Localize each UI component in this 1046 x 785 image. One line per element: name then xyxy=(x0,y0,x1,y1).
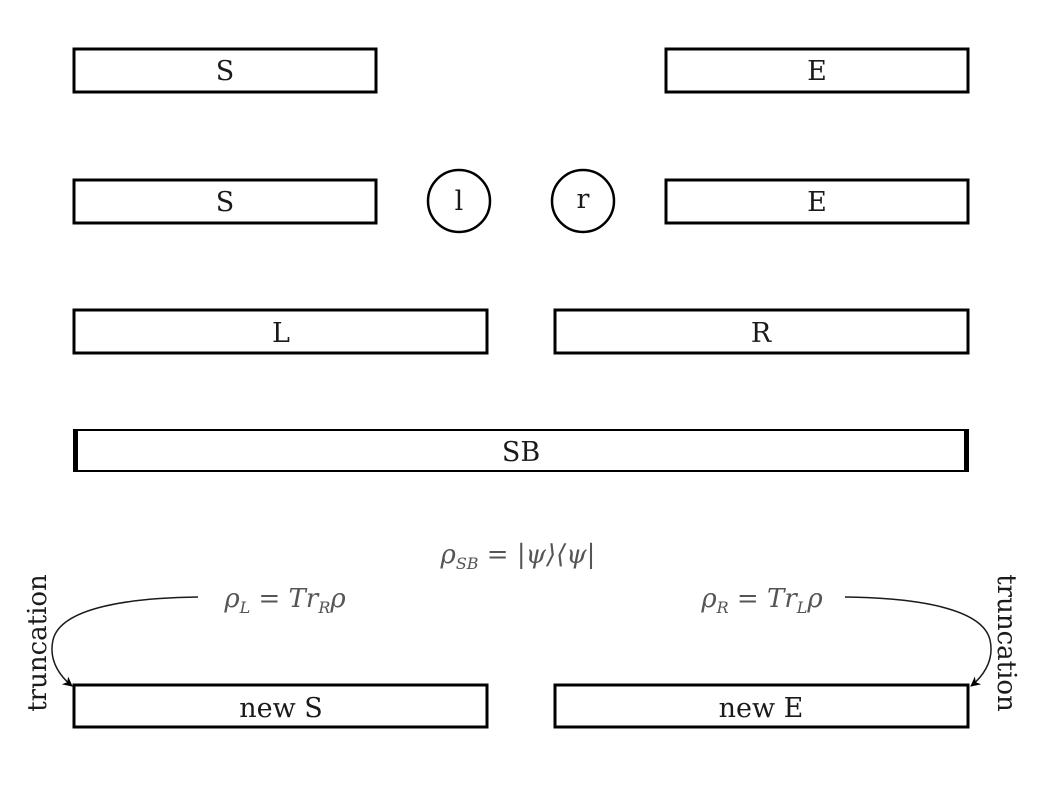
row2-system-block: S xyxy=(72,178,378,225)
left-block: L xyxy=(72,308,489,355)
row1-system-label: S xyxy=(216,56,235,87)
superblock-label: SB xyxy=(502,437,540,468)
site-left-label: l xyxy=(455,186,464,217)
new-system-label: new S xyxy=(239,693,323,724)
left-block-label: L xyxy=(272,318,290,349)
site-right-node: r xyxy=(550,168,616,234)
rho-l-equation: ρL = TrRρ xyxy=(223,584,346,617)
site-right-label: r xyxy=(577,184,590,215)
superblock: SB xyxy=(73,429,969,472)
truncation-arrow-left xyxy=(51,596,199,687)
row1-environment-label: E xyxy=(807,56,827,87)
right-block-label: R xyxy=(751,318,772,349)
new-environment-block: new E xyxy=(553,683,970,729)
truncation-label-right: truncation xyxy=(991,574,1021,712)
right-block: R xyxy=(553,308,970,355)
truncation-arrow-right xyxy=(844,596,992,687)
new-environment-label: new E xyxy=(719,693,804,724)
row1-system-block: S xyxy=(72,47,378,94)
truncation-label-left: truncation xyxy=(23,574,53,712)
rho-r-equation: ρR = TrLρ xyxy=(700,584,823,617)
row2-system-label: S xyxy=(216,187,235,218)
rho-sb-equation: ρSB = |ψ⟩⟨ψ| xyxy=(440,540,596,573)
row2-environment-label: E xyxy=(807,187,827,218)
new-system-block: new S xyxy=(72,683,489,729)
row2-environment-block: E xyxy=(664,178,970,225)
site-left-node: l xyxy=(426,168,492,234)
row1-environment-block: E xyxy=(664,47,970,94)
